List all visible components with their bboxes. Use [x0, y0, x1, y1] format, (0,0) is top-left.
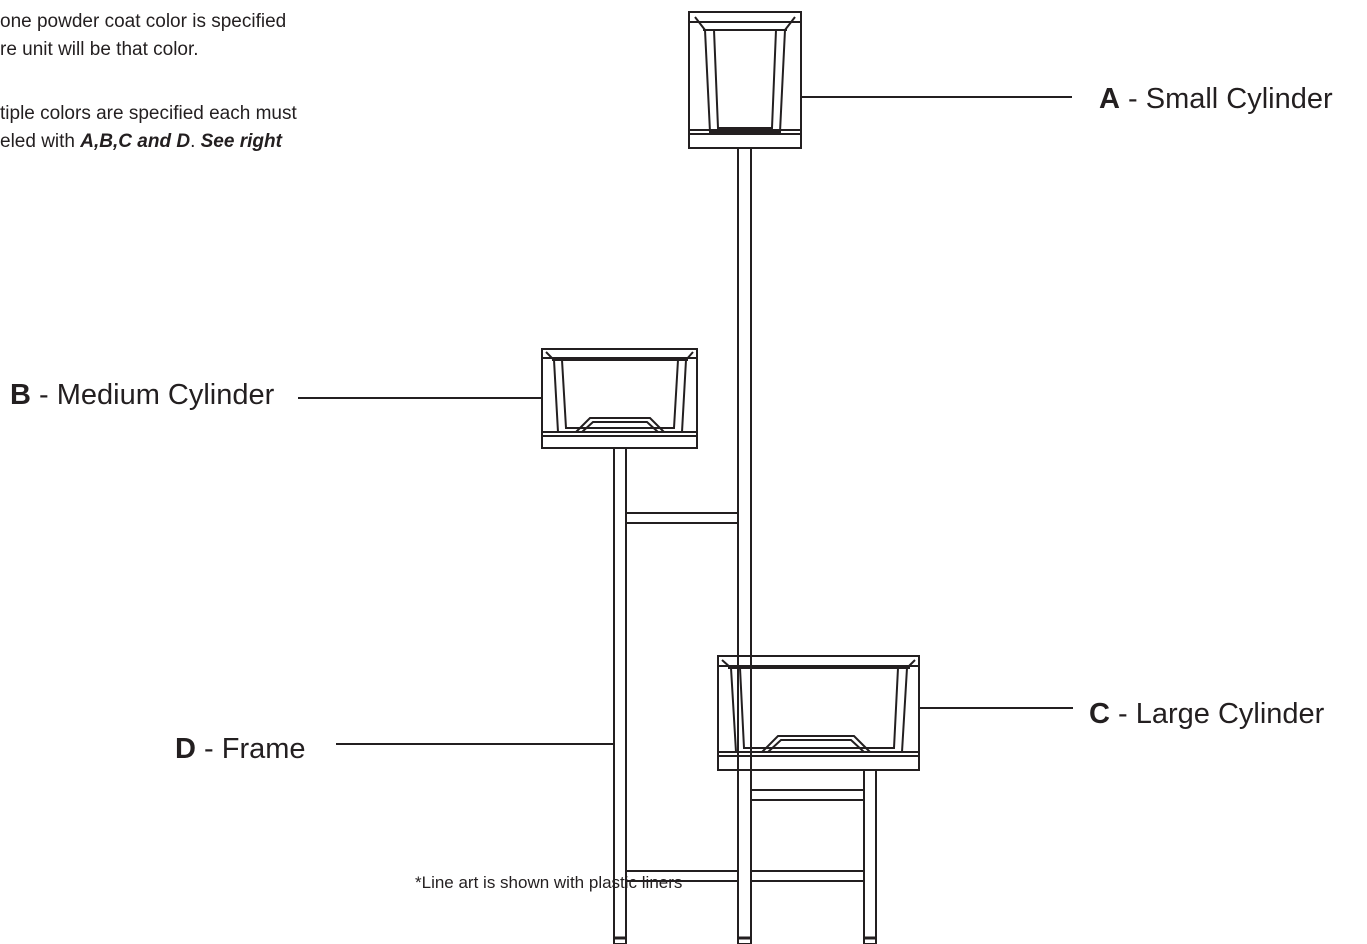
callout-text: - Large Cylinder: [1109, 698, 1325, 730]
color-note-multiple: tiple colors are specified each must ele…: [0, 100, 297, 156]
callout-medium-cylinder: B - Medium Cylinder: [10, 378, 274, 412]
note-emphasis-letters: A,B,C and D: [80, 131, 191, 152]
frame-right-post: [863, 769, 877, 944]
note-line: tiple colors are specified each must: [0, 103, 297, 124]
note-line: one powder coat color is specified: [0, 11, 287, 32]
callout-text: - Medium Cylinder: [30, 379, 275, 411]
small-cylinder: [688, 11, 802, 149]
callout-letter: A: [1099, 83, 1120, 115]
note-line-prefix: eled with: [0, 131, 81, 152]
callout-frame: D - Frame: [175, 732, 306, 766]
callout-small-cylinder: A - Small Cylinder: [1099, 82, 1333, 116]
medium-cylinder: [541, 348, 698, 449]
callout-text: - Frame: [195, 733, 306, 765]
callout-text: - Small Cylinder: [1119, 83, 1333, 115]
callout-large-cylinder: C - Large Cylinder: [1089, 697, 1324, 731]
large-cylinder: [717, 655, 920, 771]
callout-letter: C: [1089, 698, 1110, 730]
frame-left-post: [613, 447, 627, 944]
note-line-mid: .: [190, 131, 201, 152]
callout-letter: B: [10, 379, 31, 411]
footnote: *Line art is shown with plastic liners: [415, 873, 683, 892]
frame: [613, 147, 877, 944]
callout-letter: D: [175, 733, 196, 765]
note-line: re unit will be that color.: [0, 39, 199, 60]
note-emphasis-see-right: See right: [200, 131, 282, 152]
color-note-single: one powder coat color is specified re un…: [0, 8, 286, 64]
frame-center-post: [737, 147, 752, 944]
